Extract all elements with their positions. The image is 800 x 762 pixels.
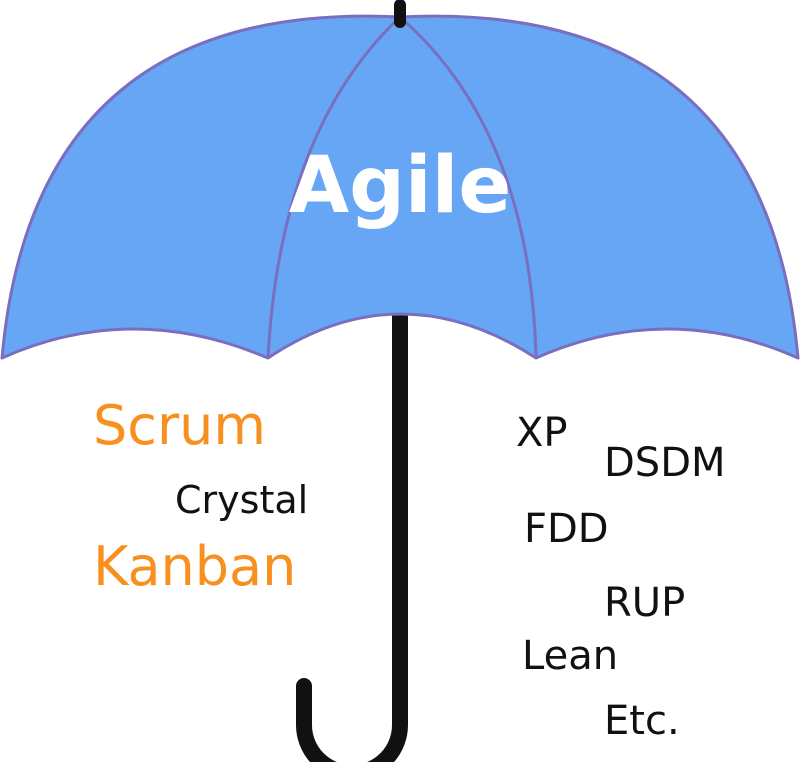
canopy-seam-left	[266, 15, 402, 359]
method-kanban: Kanban	[93, 535, 297, 598]
method-scrum: Scrum	[93, 394, 266, 457]
method-rup: RUP	[604, 580, 686, 626]
method-xp: XP	[516, 410, 568, 456]
method-etc: Etc.	[604, 698, 680, 744]
method-lean: Lean	[522, 633, 619, 679]
canopy-seam-right	[399, 15, 538, 359]
umbrella-title: Agile	[289, 141, 512, 231]
method-crystal: Crystal	[175, 478, 309, 522]
method-dsdm: DSDM	[604, 440, 726, 486]
method-fdd: FDD	[524, 506, 609, 552]
umbrella-handle	[296, 292, 408, 762]
